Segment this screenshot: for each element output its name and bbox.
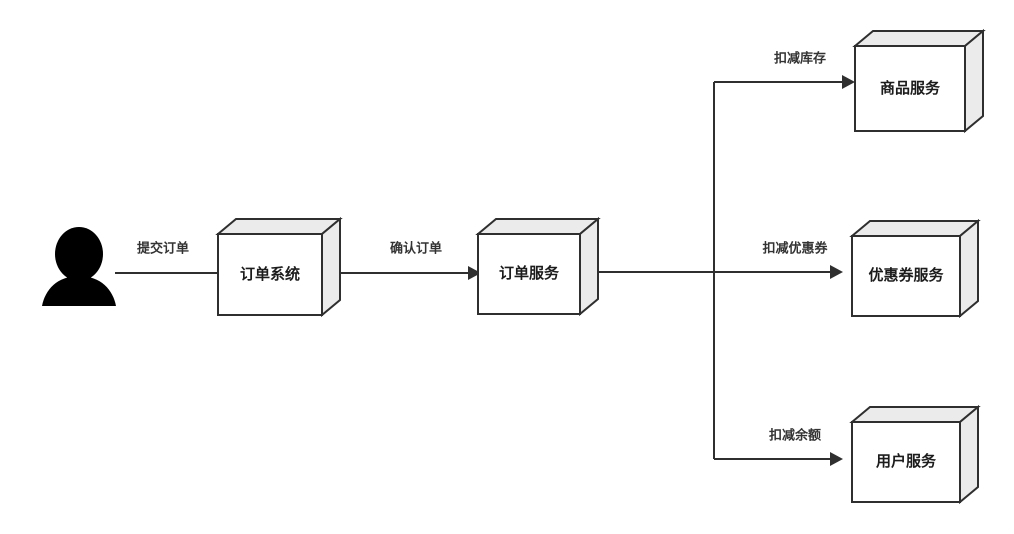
edge-label-deduct-coupon: 扣减优惠券 (762, 240, 828, 255)
order-system-side-face (321, 216, 341, 318)
goods-service-side-face (964, 28, 984, 134)
order-service-front-face (477, 233, 581, 315)
user-service-top-face (849, 406, 981, 423)
order-service-label: 订单服务 (499, 264, 560, 282)
order-system-front-face (217, 233, 323, 316)
order-system-top-face (215, 218, 343, 235)
node-user-service[interactable]: 用户服务 (849, 404, 981, 505)
node-goods-service[interactable]: 商品服务 (852, 28, 986, 134)
arrowhead-deduct-balance (830, 452, 843, 466)
arrowhead-deduct-stock (842, 75, 855, 89)
coupon-service-front-face (851, 235, 961, 317)
order-system-label: 订单系统 (240, 265, 300, 283)
user-service-label: 用户服务 (876, 452, 937, 470)
edge-label-confirm-order: 确认订单 (390, 240, 442, 255)
arrowhead-deduct-coupon (830, 265, 843, 279)
actor-body-icon (42, 276, 116, 306)
coupon-service-side-face (959, 218, 979, 319)
arrowhead-confirm-order (468, 266, 481, 280)
edge-label-deduct-stock: 扣减库存 (774, 50, 826, 65)
order-service-top-face (475, 218, 601, 235)
goods-service-label: 商品服务 (880, 79, 941, 97)
node-order-service[interactable]: 订单服务 (475, 216, 601, 317)
node-coupon-service[interactable]: 优惠券服务 (849, 218, 981, 319)
user-service-front-face (851, 421, 961, 503)
edge-label-submit-order: 提交订单 (137, 240, 189, 255)
user-actor[interactable] (42, 227, 116, 306)
node-order-system[interactable]: 订单系统 (215, 216, 343, 318)
coupon-service-label: 优惠券服务 (868, 266, 944, 284)
actor-head-icon (55, 227, 103, 281)
goods-service-front-face (854, 45, 966, 132)
coupon-service-top-face (849, 220, 981, 237)
user-service-side-face (959, 404, 979, 505)
edge-label-deduct-balance: 扣减余额 (769, 427, 821, 442)
goods-service-top-face (852, 30, 986, 47)
order-service-side-face (579, 216, 599, 317)
